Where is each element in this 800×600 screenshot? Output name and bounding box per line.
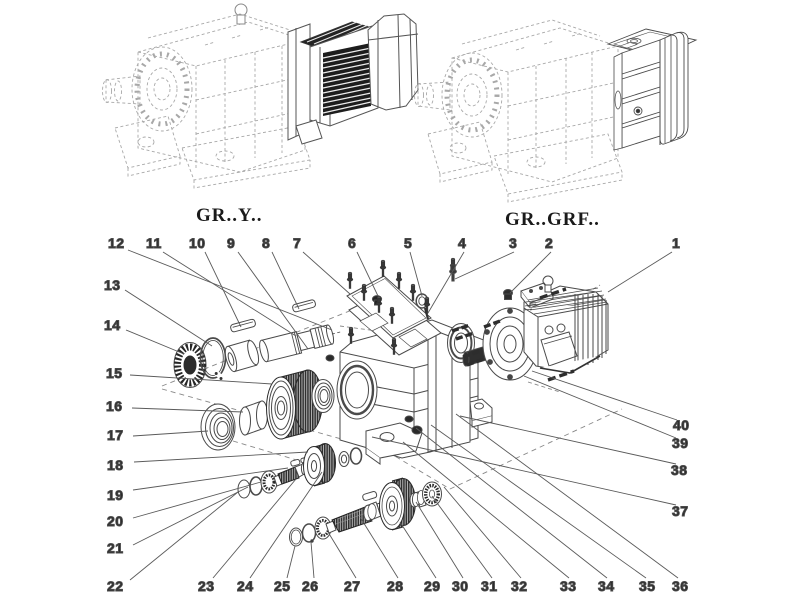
svg-text:19: 19 [107, 487, 124, 503]
svg-text:17: 17 [107, 427, 124, 443]
svg-text:GR..Y..: GR..Y.. [196, 205, 262, 226]
svg-text:16: 16 [106, 398, 123, 414]
svg-text:30: 30 [452, 578, 469, 594]
svg-text:24: 24 [237, 578, 254, 594]
svg-text:26: 26 [302, 578, 319, 594]
svg-text:5: 5 [404, 235, 412, 251]
svg-text:28: 28 [387, 578, 404, 594]
svg-text:13: 13 [104, 277, 121, 293]
svg-text:29: 29 [424, 578, 441, 594]
svg-text:11: 11 [146, 235, 162, 251]
svg-text:8: 8 [262, 235, 270, 251]
svg-text:34: 34 [598, 578, 615, 594]
svg-text:39: 39 [672, 435, 689, 451]
svg-text:10: 10 [189, 235, 206, 251]
svg-text:12: 12 [108, 235, 125, 251]
svg-text:40: 40 [673, 417, 690, 433]
svg-text:9: 9 [227, 235, 235, 251]
svg-text:22: 22 [107, 578, 124, 594]
svg-text:25: 25 [274, 578, 291, 594]
svg-text:31: 31 [481, 578, 498, 594]
svg-text:20: 20 [107, 513, 124, 529]
svg-text:35: 35 [639, 578, 656, 594]
svg-text:33: 33 [560, 578, 577, 594]
svg-text:1: 1 [672, 235, 680, 251]
svg-text:27: 27 [344, 578, 361, 594]
svg-text:23: 23 [198, 578, 215, 594]
svg-text:6: 6 [348, 235, 356, 251]
svg-text:15: 15 [106, 365, 123, 381]
svg-text:38: 38 [671, 462, 688, 478]
svg-text:3: 3 [509, 235, 517, 251]
svg-text:37: 37 [672, 503, 689, 519]
svg-text:4: 4 [458, 235, 466, 251]
svg-text:21: 21 [107, 540, 124, 556]
svg-text:14: 14 [104, 317, 121, 333]
svg-text:18: 18 [107, 457, 124, 473]
svg-text:36: 36 [672, 578, 689, 594]
svg-text:2: 2 [545, 235, 553, 251]
svg-text:32: 32 [511, 578, 528, 594]
svg-text:GR..GRF..: GR..GRF.. [505, 209, 600, 230]
svg-text:7: 7 [293, 235, 301, 251]
